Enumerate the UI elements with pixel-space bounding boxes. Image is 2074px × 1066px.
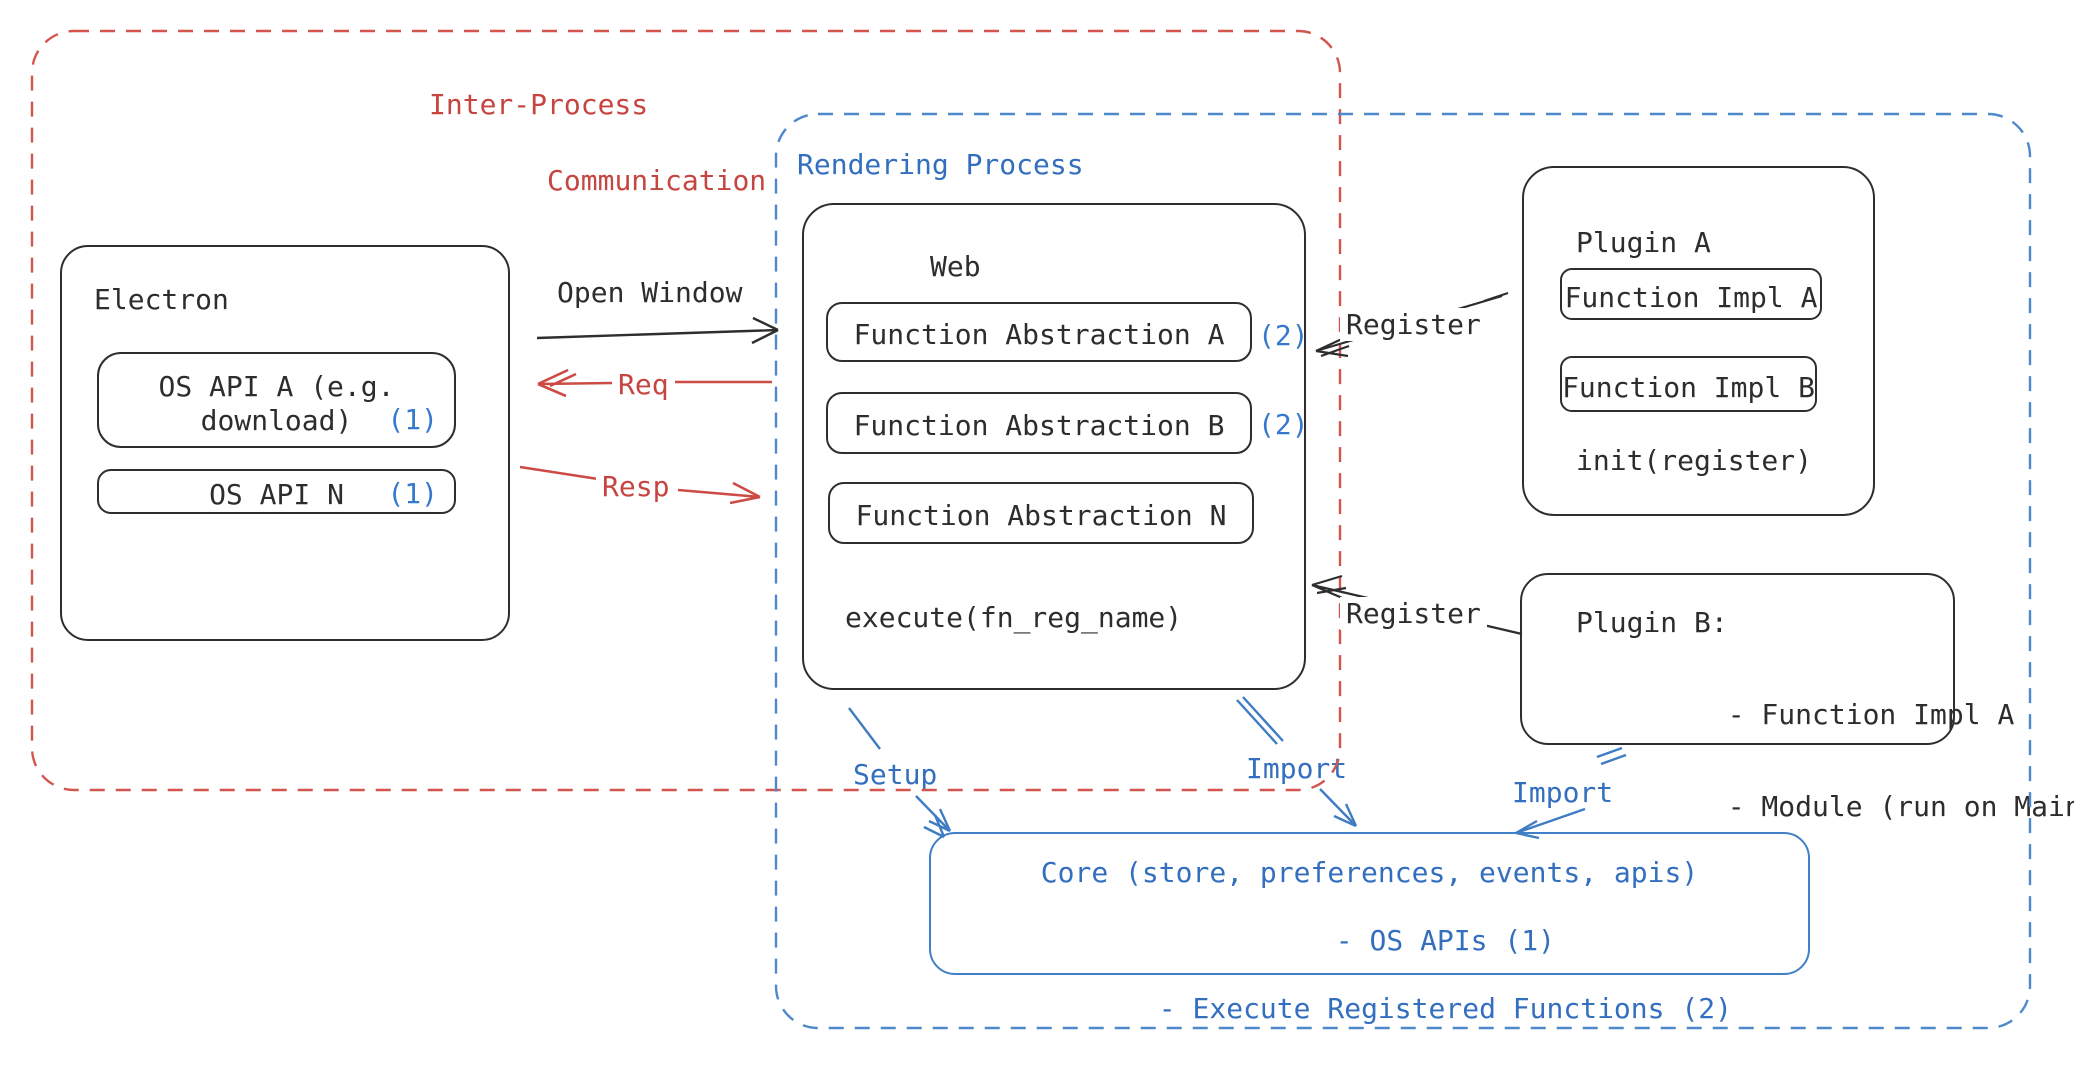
core-node: Core (store, preferences, events, apis) … bbox=[929, 832, 1810, 1025]
import-plugin-b-label: Import bbox=[1512, 776, 1614, 809]
core-line-1: Core (store, preferences, events, apis) bbox=[1040, 856, 1699, 889]
os-api-a-node: OS API A (e.g. download) (1) bbox=[97, 352, 456, 448]
plugin-b-title: Plugin B: bbox=[1576, 606, 1728, 639]
function-abstraction-a-label: Function Abstraction A bbox=[853, 318, 1225, 351]
resp-label: Resp bbox=[596, 470, 676, 503]
function-abstraction-b-badge: (2) bbox=[1258, 408, 1309, 441]
function-impl-a-node: Function Impl A bbox=[1560, 268, 1822, 320]
ipc-group-label-line2: Communication bbox=[547, 164, 767, 197]
plugin-b-item-function-impl-a: - Function Impl A bbox=[1727, 698, 2015, 731]
electron-title: Electron bbox=[94, 283, 229, 316]
setup-label: Setup bbox=[853, 758, 938, 791]
function-abstraction-n-label: Function Abstraction N bbox=[855, 499, 1227, 532]
open-window-label: Open Window bbox=[557, 276, 743, 309]
ipc-group-label-line1: Inter-Process bbox=[429, 88, 649, 121]
plugin-a-title: Plugin A bbox=[1576, 226, 1711, 259]
import-web-label: Import bbox=[1246, 752, 1348, 785]
init-register-label: init(register) bbox=[1576, 444, 1813, 477]
function-abstraction-b-node: Function Abstraction B bbox=[826, 392, 1252, 454]
function-abstraction-n-node: Function Abstraction N bbox=[828, 482, 1254, 544]
web-title: Web bbox=[930, 250, 981, 283]
rendering-group-label: Rendering Process bbox=[797, 148, 1084, 181]
plugin-b-node: Plugin B: - Function Impl A - Module (ru… bbox=[1520, 573, 2074, 823]
function-abstraction-a-badge: (2) bbox=[1258, 319, 1309, 352]
plugin-b-item-module: - Module (run on Main) bbox=[1727, 790, 2074, 823]
function-impl-a-label: Function Impl A bbox=[1564, 281, 1818, 314]
os-api-n-node: OS API N (1) bbox=[97, 469, 456, 514]
os-api-a-label-line1: OS API A (e.g. bbox=[158, 370, 395, 403]
open-window-arrow bbox=[536, 316, 779, 345]
register-plugin-a-label: Register bbox=[1340, 308, 1487, 341]
core-line-3: - Execute Registered Functions (2) bbox=[1158, 992, 1732, 1025]
req-label: Req bbox=[612, 368, 675, 401]
register-plugin-b-label: Register bbox=[1340, 597, 1487, 630]
ipc-group-label: Inter-Process Communication bbox=[429, 86, 766, 200]
function-abstraction-b-label: Function Abstraction B bbox=[853, 409, 1225, 442]
core-text: Core (store, preferences, events, apis) … bbox=[931, 856, 1808, 1026]
execute-label: execute(fn_reg_name) bbox=[845, 601, 1183, 634]
core-line-2: - OS APIs (1) bbox=[1335, 924, 1555, 957]
os-api-a-badge: (1) bbox=[387, 403, 438, 436]
os-api-n-badge: (1) bbox=[387, 477, 438, 510]
function-impl-b-label: Function Impl B bbox=[1562, 371, 1815, 404]
plugin-b-text: Plugin B: - Function Impl A - Module (ru… bbox=[1576, 600, 2074, 830]
function-impl-b-node: Function Impl B bbox=[1560, 356, 1817, 412]
function-abstraction-a-node: Function Abstraction A bbox=[826, 302, 1252, 362]
